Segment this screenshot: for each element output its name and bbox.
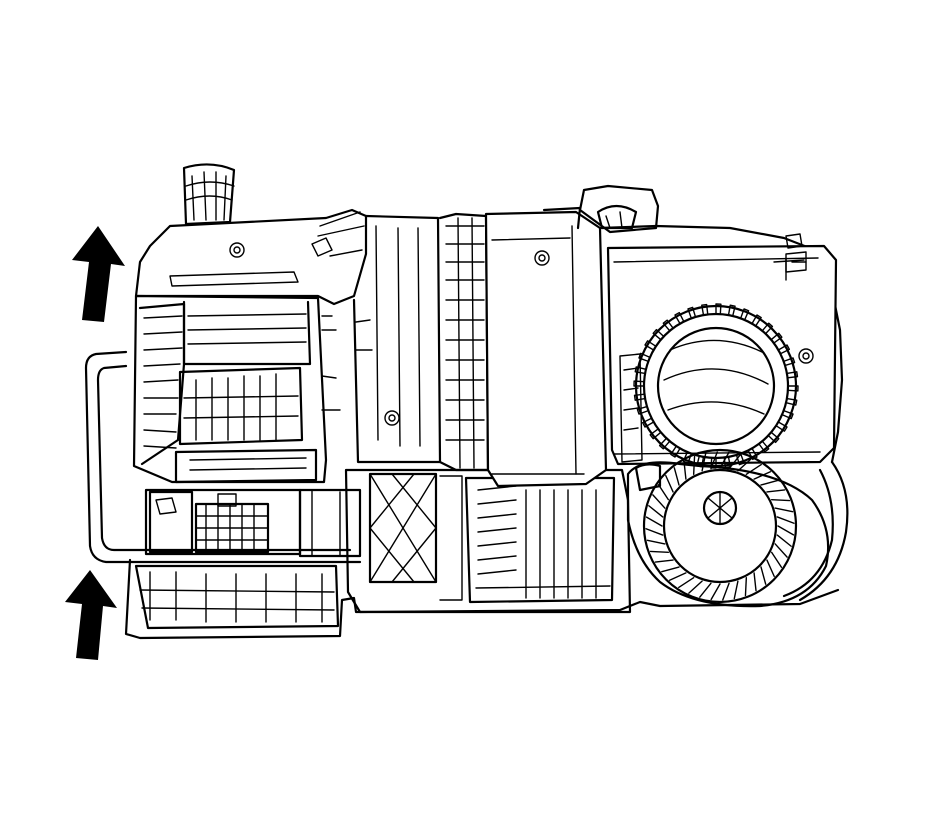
ring-tooth [786,371,799,379]
ring-tooth [770,332,783,344]
ring-tooth [687,306,697,320]
wheel-fin [770,551,783,568]
wheel-fin [776,534,792,547]
wheel-fin [701,452,707,472]
ring-tooth [758,440,770,453]
wheel-fin [719,451,730,469]
wheel-fin [646,539,666,545]
wheel-fin [744,576,748,597]
ring-tooth [644,340,657,351]
right-scroll-casing [782,460,849,602]
wheel-fin [710,451,718,470]
ring-tooth [785,397,798,406]
wheel-fin [688,580,703,594]
wheel-fin [722,582,730,601]
wheel-fin [774,543,788,558]
wheel-fin [733,580,739,600]
filter-grid [144,488,362,558]
lower-housing-shell [124,558,840,640]
ring-tooth [674,311,685,325]
ring-tooth [739,308,750,321]
ring-tooth [662,319,674,332]
blower-housing [598,224,844,466]
wheel-fin [683,460,687,480]
top-right-fitting [542,184,660,234]
wheel-fin [673,467,680,486]
upper-left-cover [134,208,368,306]
ring-tooth [787,385,799,392]
air-inlet-box [132,294,341,484]
wheel-fin [652,494,666,509]
lower-direction-arrow [65,570,117,660]
ring-tooth [641,417,655,428]
wheel-fin [645,528,664,536]
wheel-fin [649,550,670,554]
ring-tooth [775,421,788,432]
ring-tooth [767,431,780,444]
top-hose-fitting [182,163,236,226]
ring-tooth [633,380,645,387]
ring-tooth [727,304,736,317]
wheel-fin [766,489,786,493]
wheel-fin [774,507,794,513]
wheel-fin [665,474,674,493]
left-bracket [84,350,362,564]
wheel-fin [654,559,674,563]
ring-tooth [735,452,745,466]
ring-tooth [782,357,796,367]
wheel-fin [777,525,795,536]
ring-tooth [638,352,651,363]
wheel-fin [699,582,712,598]
ring-tooth [701,303,709,316]
ring-tooth [777,344,791,355]
wheel-fin [728,454,741,470]
wheel-fin [657,484,670,501]
wheel-fin [668,572,687,581]
wheel-fin [760,566,767,585]
ring-tooth [670,445,681,458]
wheel-fin [770,498,791,502]
ring-tooth [652,328,665,341]
wheel-fin [678,576,695,589]
wheel-fin [661,566,680,573]
upper-direction-arrow [72,226,125,322]
ring-tooth [658,437,671,450]
center-cover-panel [484,210,608,488]
ring-tooth [723,456,731,469]
wheel-fin [753,471,772,480]
ring-tooth [761,322,774,335]
wheel-fin [648,505,664,518]
wheel-fin [776,516,795,524]
wheel-fin [760,479,779,486]
ring-tooth [636,405,650,415]
ring-tooth [634,366,647,375]
wheel-fin [766,559,775,578]
evaporator-core [344,468,632,614]
wheel-fin [745,463,762,476]
ring-tooth [649,428,662,440]
wheel-fin [737,458,752,472]
wheel-fin [710,583,721,601]
ring-tooth [633,393,646,401]
blower-wheel [626,448,830,608]
ring-tooth [682,451,693,464]
wheel-fin [692,455,696,476]
ring-tooth [751,314,762,327]
wheel-fin [753,572,757,592]
ring-tooth [781,409,794,420]
ring-tooth [715,303,722,315]
middle-housing [352,212,490,472]
wheel-fin [645,516,663,527]
